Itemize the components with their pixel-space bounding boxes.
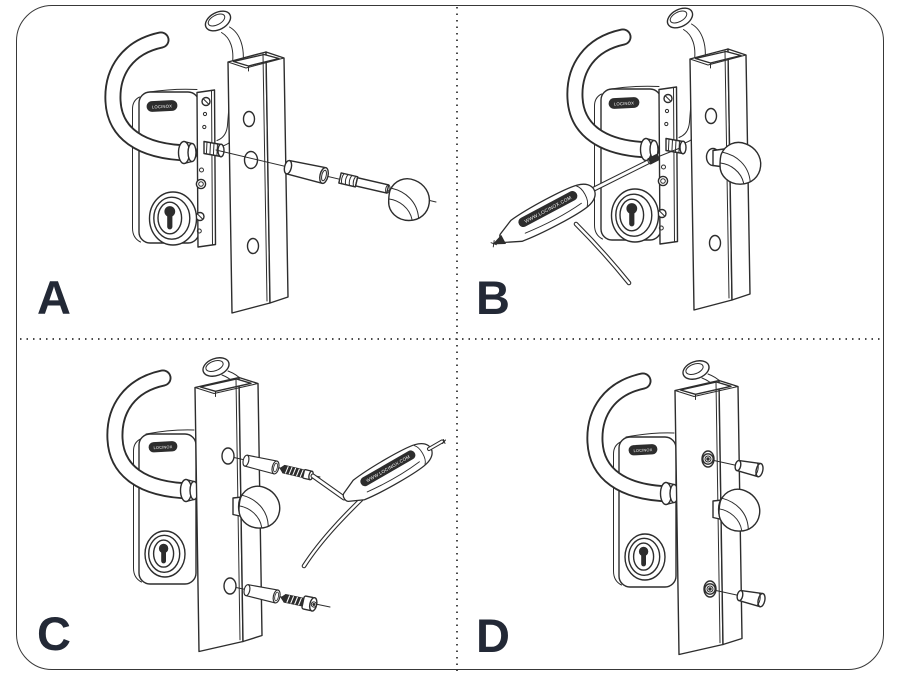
step-b-label: B — [476, 271, 510, 324]
step-c-label: C — [37, 607, 71, 660]
assembly-axis-line — [659, 147, 681, 157]
t-handle-tool — [490, 176, 602, 253]
set-screw — [647, 154, 660, 165]
step-c-illustration — [0, 340, 446, 681]
step-d-illustration — [450, 340, 767, 681]
thumb-knob-attached — [712, 138, 766, 189]
step-b-illustration — [490, 0, 766, 340]
step-a-illustration — [0, 0, 437, 340]
sheet-border — [16, 5, 884, 670]
step-a-label: A — [37, 271, 71, 324]
step-d-label: D — [476, 609, 510, 662]
fixing-bolt — [338, 172, 391, 194]
panel-divider-horizontal — [20, 338, 884, 340]
